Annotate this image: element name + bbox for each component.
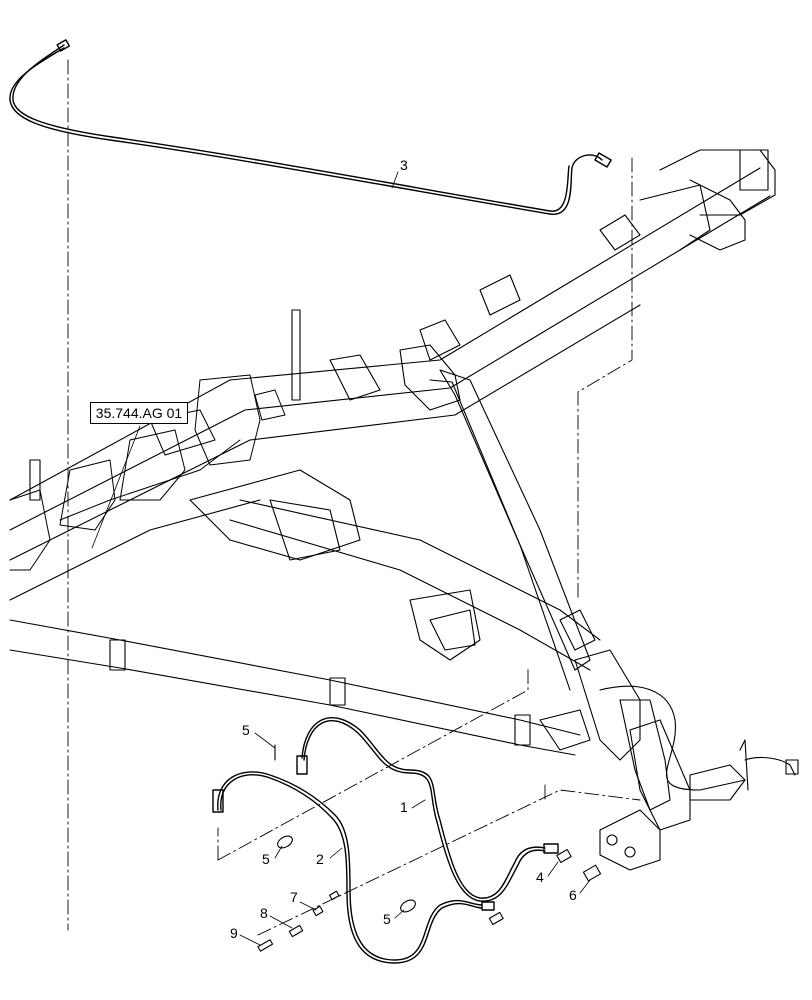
hose-1 <box>296 717 559 902</box>
phantom-lines <box>67 59 641 936</box>
hose-2 <box>212 771 495 964</box>
lower-frame-beam <box>9 619 591 756</box>
toolbar-beam <box>9 149 776 601</box>
callout-6: 6 <box>569 887 577 903</box>
callout-5: 5 <box>383 911 391 927</box>
callout-8: 8 <box>260 905 268 921</box>
callout-2: 2 <box>316 851 324 867</box>
callout-3: 3 <box>400 157 408 173</box>
callout-4: 4 <box>536 869 544 885</box>
loose-fittings <box>257 744 602 952</box>
callout-5: 5 <box>242 722 250 738</box>
callout-7: 7 <box>290 889 298 905</box>
hose-3 <box>9 39 612 215</box>
callout-5: 5 <box>262 851 270 867</box>
hitch-clevis <box>574 649 799 871</box>
a-frame-tongue <box>189 369 601 691</box>
reference-label: 35.744.AG 01 <box>90 402 188 424</box>
leader-lines <box>91 171 591 946</box>
callout-1: 1 <box>400 799 408 815</box>
callout-9: 9 <box>230 925 238 941</box>
